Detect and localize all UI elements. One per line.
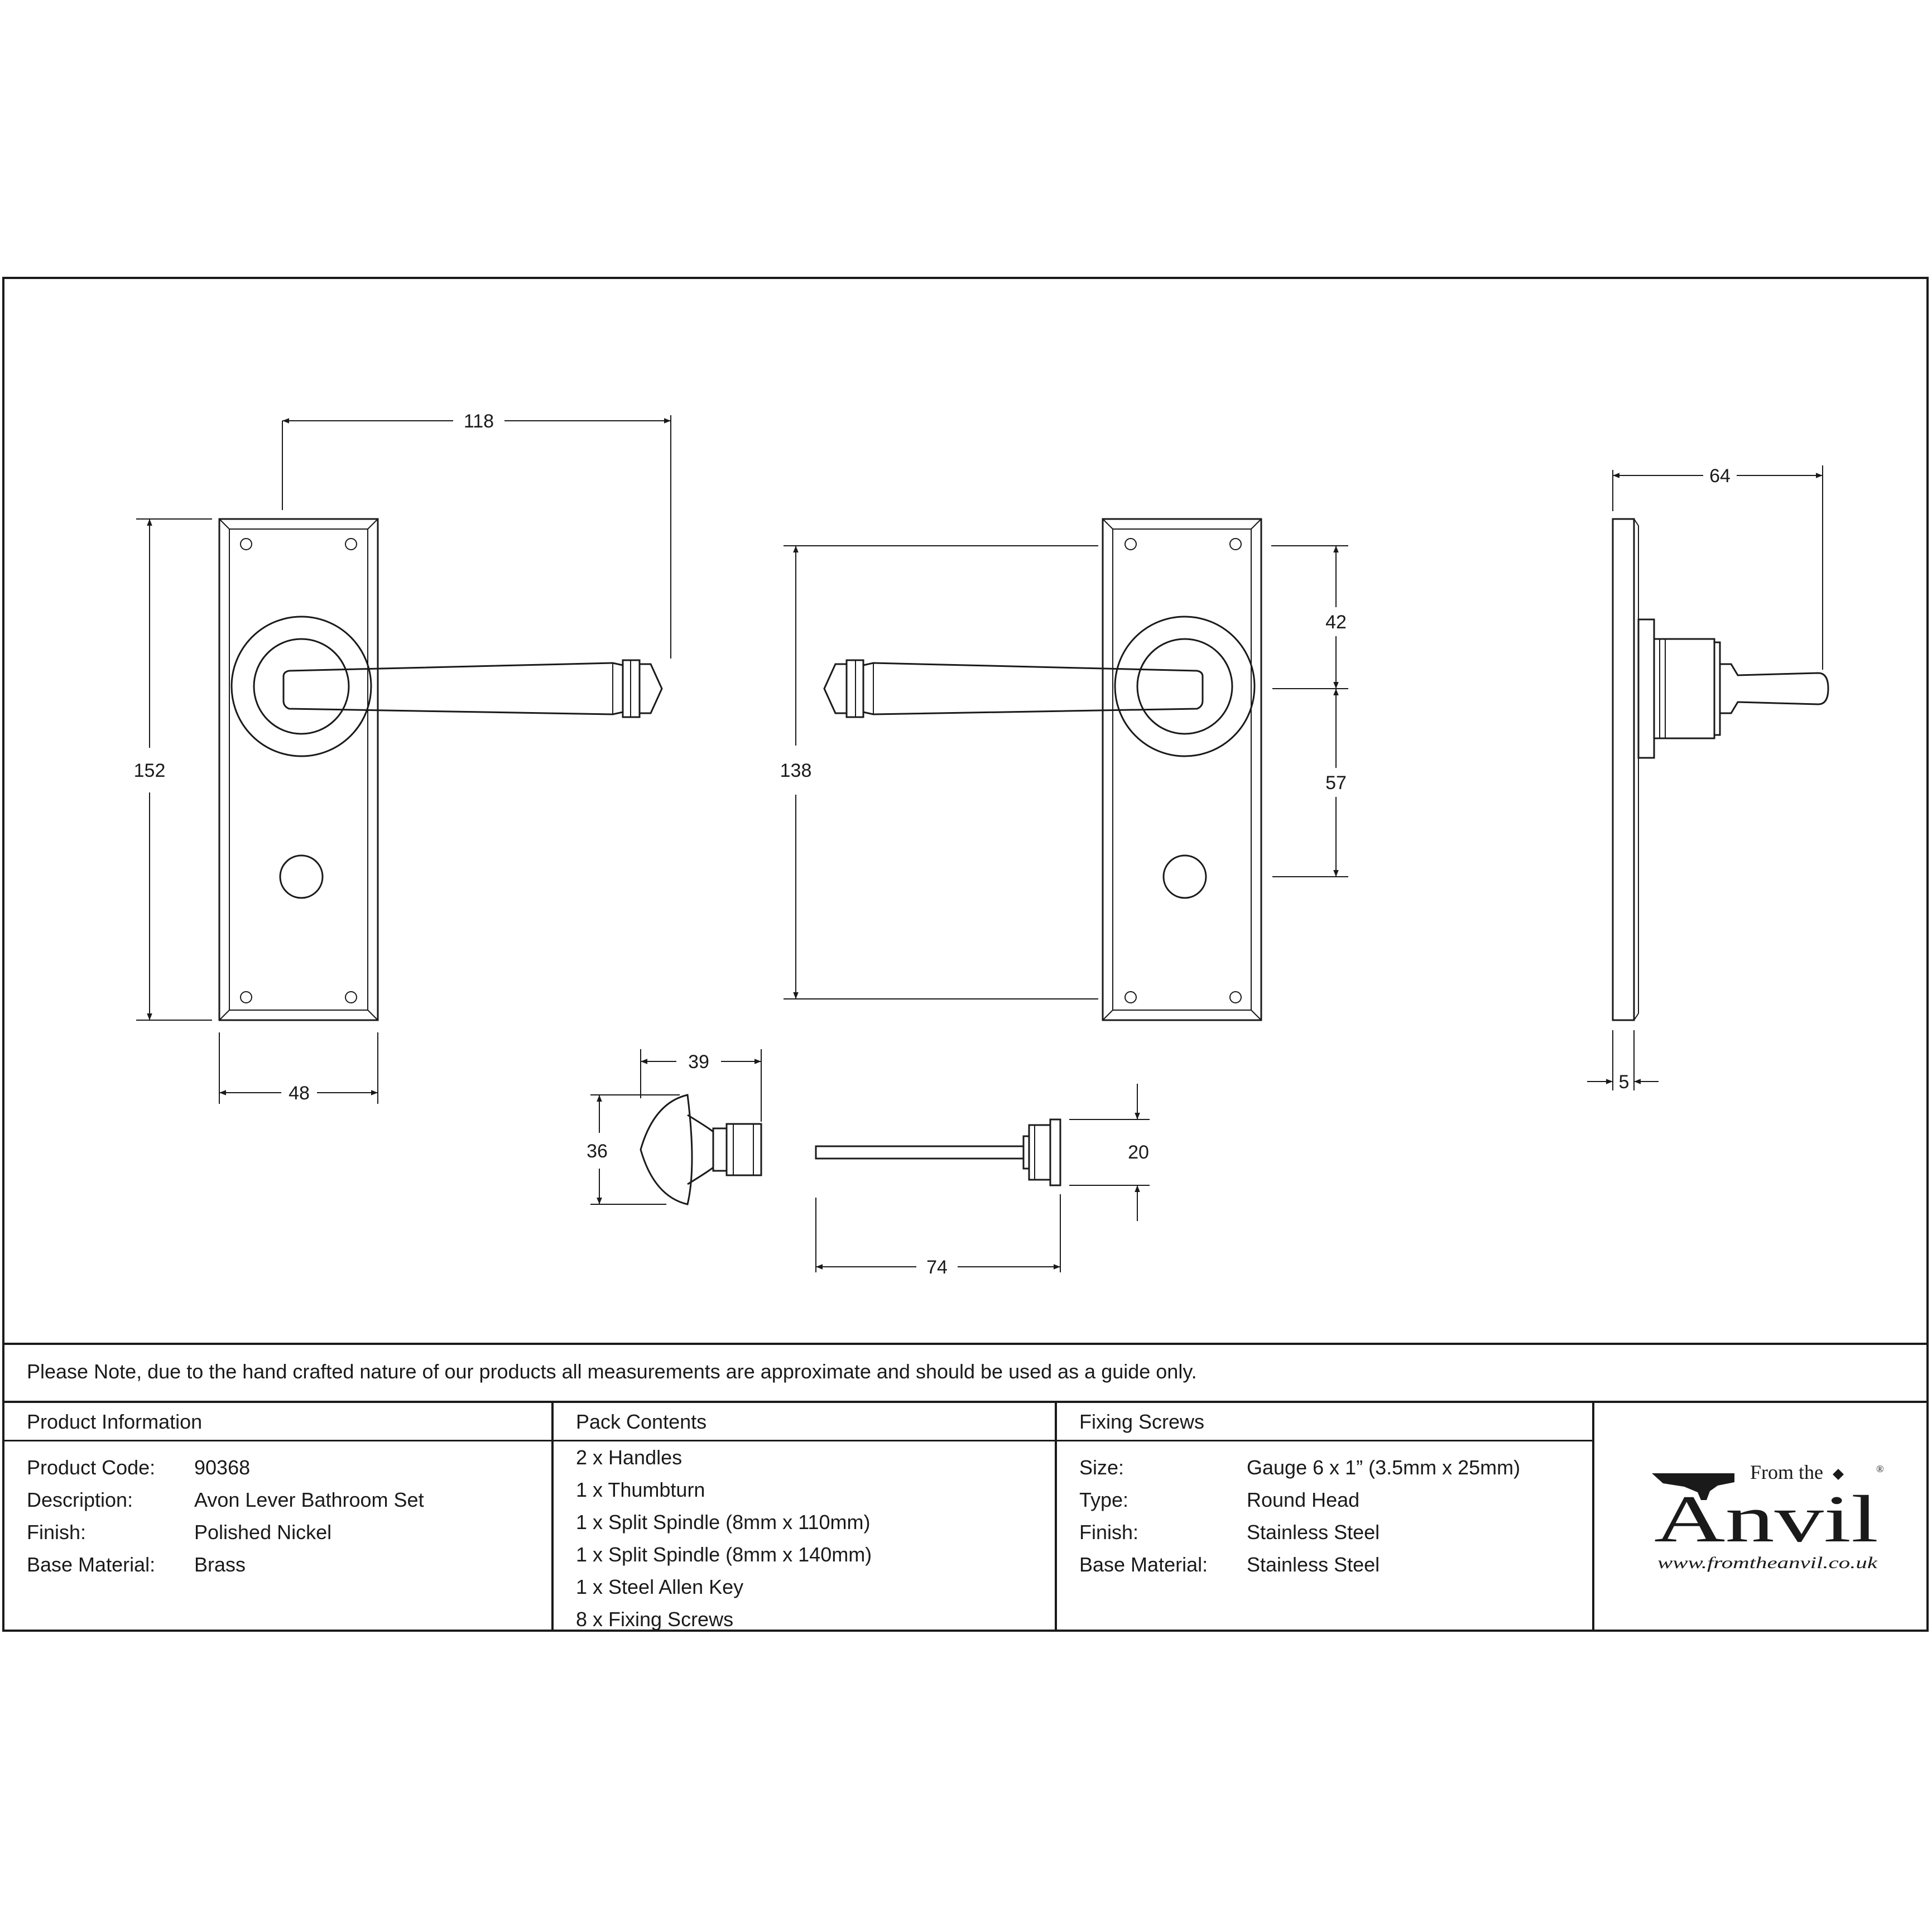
pack-item: 8 x Fixing Screws (576, 1608, 734, 1631)
side-view (1612, 518, 1829, 1021)
product-info-heading: Product Information (27, 1410, 203, 1433)
dim-front-width: 118 (464, 411, 494, 432)
finish-value: Polished Nickel (194, 1521, 332, 1544)
dim-thumbturn-projection: 39 (688, 1051, 709, 1073)
logo-registered: ® (1876, 1463, 1884, 1474)
screw-material-value: Stainless Steel (1247, 1553, 1380, 1576)
fixing-screws-heading: Fixing Screws (1079, 1410, 1205, 1433)
base-material-value: Brass (194, 1553, 246, 1576)
dim-plate-width: 48 (289, 1083, 310, 1104)
screw-type-label: Type: (1079, 1488, 1129, 1511)
product-code-label: Product Code: (27, 1456, 156, 1479)
screw-finish-value: Stainless Steel (1247, 1521, 1380, 1544)
description-value: Avon Lever Bathroom Set (194, 1488, 424, 1511)
technical-drawing: 118 152 48 138 42 57 64 5 39 36 20 74 (134, 411, 1829, 1278)
dim-front-height: 152 (134, 760, 166, 781)
base-material-label: Base Material: (27, 1553, 156, 1576)
front-view-left (218, 518, 663, 1021)
thumbturn (640, 1094, 762, 1205)
pack-item: 1 x Split Spindle (8mm x 110mm) (576, 1511, 871, 1534)
description-label: Description: (27, 1488, 133, 1511)
dim-thumbturn-diameter: 36 (587, 1141, 608, 1162)
from-the-anvil-logo: From the ® Anvil www.fromtheanvil.co.uk (1652, 1461, 1884, 1572)
dim-release-diameter: 20 (1128, 1142, 1149, 1163)
screw-size-value: Gauge 6 x 1” (3.5mm x 25mm) (1247, 1456, 1521, 1479)
dim-top-to-spindle: 42 (1325, 612, 1347, 633)
dim-projection: 64 (1709, 465, 1731, 487)
dim-plate-thickness: 5 (1619, 1071, 1630, 1093)
dim-spindle-to-turn: 57 (1325, 772, 1347, 794)
pack-item: 1 x Thumbturn (576, 1478, 705, 1501)
left-view-dimensions (136, 415, 671, 1104)
side-view-dimensions (1587, 465, 1823, 1090)
pack-contents-heading: Pack Contents (576, 1410, 707, 1433)
release-dimensions (815, 1084, 1150, 1272)
screw-size-label: Size: (1079, 1456, 1124, 1479)
diamond-icon (1833, 1469, 1844, 1480)
finish-label: Finish: (27, 1521, 86, 1544)
front-view-right (823, 518, 1262, 1021)
logo-anvil: Anvil (1654, 1482, 1878, 1556)
column-divider (1592, 1401, 1594, 1630)
logo-url: www.fromtheanvil.co.uk (1657, 1554, 1878, 1572)
logo-from-the: From the (1750, 1461, 1823, 1483)
pack-item: 1 x Split Spindle (8mm x 140mm) (576, 1543, 872, 1566)
dim-spindle-centre: 138 (780, 760, 812, 781)
thumbturn-dimensions (590, 1049, 762, 1205)
product-code-value: 90368 (194, 1456, 251, 1479)
screw-type-value: Round Head (1247, 1488, 1360, 1511)
screw-finish-label: Finish: (1079, 1521, 1139, 1544)
release-spindle (815, 1118, 1061, 1186)
note-rule (4, 1401, 1926, 1403)
table-top-rule (4, 1343, 1926, 1345)
heading-rule (4, 1440, 1592, 1441)
pack-item: 2 x Handles (576, 1446, 683, 1469)
measurement-note: Please Note, due to the hand crafted nat… (27, 1360, 1197, 1383)
column-divider (551, 1401, 554, 1630)
anvil-icon (1652, 1473, 1734, 1500)
dim-release-length: 74 (926, 1257, 948, 1278)
pack-item: 1 x Steel Allen Key (576, 1575, 744, 1598)
screw-material-label: Base Material: (1079, 1553, 1208, 1576)
technical-drawing-sheet: 118 152 48 138 42 57 64 5 39 36 20 74 Pl… (2, 277, 1929, 1632)
right-view-dimensions (784, 545, 1348, 999)
column-divider (1055, 1401, 1057, 1630)
